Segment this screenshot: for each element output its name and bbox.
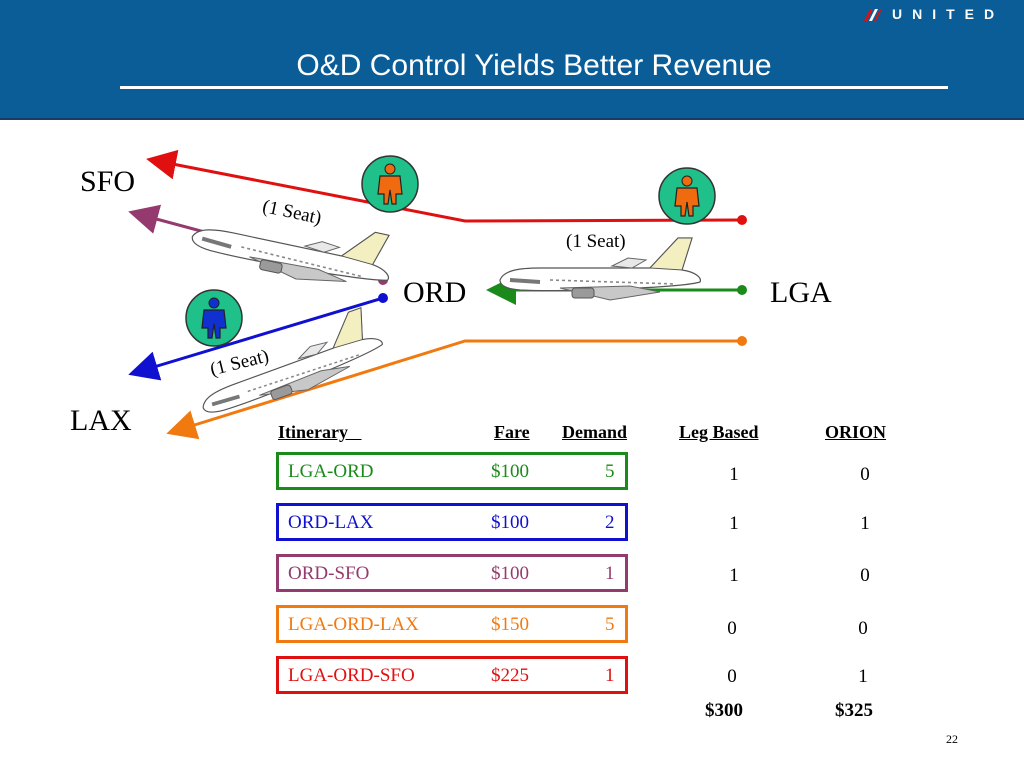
passenger-icon xyxy=(658,167,716,225)
page-number: 22 xyxy=(946,732,958,746)
itinerary-name: ORD-LAX xyxy=(288,512,374,533)
leg-based-value: 1 xyxy=(729,565,739,586)
itinerary-fare: $100 xyxy=(491,563,529,584)
dot-lga-orange xyxy=(737,336,747,346)
itinerary-name: ORD-SFO xyxy=(288,563,370,584)
brand-text: UNITED xyxy=(892,6,1005,22)
title-underline xyxy=(120,86,948,89)
itinerary-fare: $100 xyxy=(491,461,529,482)
itinerary-demand: 5 xyxy=(605,461,615,482)
city-label-lga: LGA xyxy=(770,276,832,309)
itinerary-row-ord-sfo: ORD-SFO $100 1 xyxy=(276,554,628,592)
leg-based-value: 0 xyxy=(727,666,737,687)
header-demand: Demand xyxy=(562,422,628,442)
slide-title: O&D Control Yields Better Revenue xyxy=(296,49,772,82)
itinerary-name: LGA-ORD-SFO xyxy=(288,665,415,686)
orion-value: 0 xyxy=(860,464,870,485)
leg-based-value: 1 xyxy=(729,513,739,534)
itinerary-demand: 5 xyxy=(605,614,615,635)
total-orion: $325 xyxy=(835,700,873,721)
header-leg-based: Leg Based xyxy=(679,422,759,442)
itinerary-row-lga-ord-lax: LGA-ORD-LAX $150 5 xyxy=(276,605,628,643)
city-label-lax: LAX xyxy=(70,404,132,437)
leg-based-value: 1 xyxy=(729,464,739,485)
passenger-icon xyxy=(361,155,419,213)
orion-value: 1 xyxy=(858,666,868,687)
itinerary-row-ord-lax: ORD-LAX $100 2 xyxy=(276,503,628,541)
itinerary-row-lga-ord: LGA-ORD $100 5 xyxy=(276,452,628,490)
itinerary-demand: 1 xyxy=(605,665,615,686)
itinerary-demand: 2 xyxy=(605,512,615,533)
total-leg-based: $300 xyxy=(705,700,743,721)
route-ord-lax xyxy=(128,296,384,381)
dot-lga-red xyxy=(737,215,747,225)
orion-value: 0 xyxy=(860,565,870,586)
itinerary-name: LGA-ORD xyxy=(288,461,374,482)
header-fare: Fare xyxy=(494,422,530,442)
itinerary-row-lga-ord-sfo: LGA-ORD-SFO $225 1 xyxy=(276,656,628,694)
united-tulip-icon xyxy=(864,9,882,21)
passenger-icon xyxy=(185,289,243,347)
itinerary-demand: 1 xyxy=(605,563,615,584)
itinerary-fare: $150 xyxy=(491,614,529,635)
itinerary-fare: $100 xyxy=(491,512,529,533)
orion-value: 0 xyxy=(858,618,868,639)
orion-value: 1 xyxy=(860,513,870,534)
leg-based-value: 0 xyxy=(727,618,737,639)
header-orion: ORION xyxy=(825,422,887,442)
itinerary-name: LGA-ORD-LAX xyxy=(288,614,419,635)
city-label-ord: ORD xyxy=(403,276,467,309)
dot-lga-green xyxy=(737,285,747,295)
dot-ord-blue xyxy=(378,293,388,303)
route-lga-ord-lax xyxy=(166,339,742,440)
itinerary-fare: $225 xyxy=(491,665,529,686)
slide-header: UNITED O&D Control Yields Better Revenue xyxy=(0,0,1024,120)
header-itinerary: Itinerary xyxy=(278,422,362,442)
city-label-sfo: SFO xyxy=(80,165,136,198)
seat-label-lga-ord: (1 Seat) xyxy=(566,231,626,252)
route-lga-ord-sfo xyxy=(146,149,743,223)
